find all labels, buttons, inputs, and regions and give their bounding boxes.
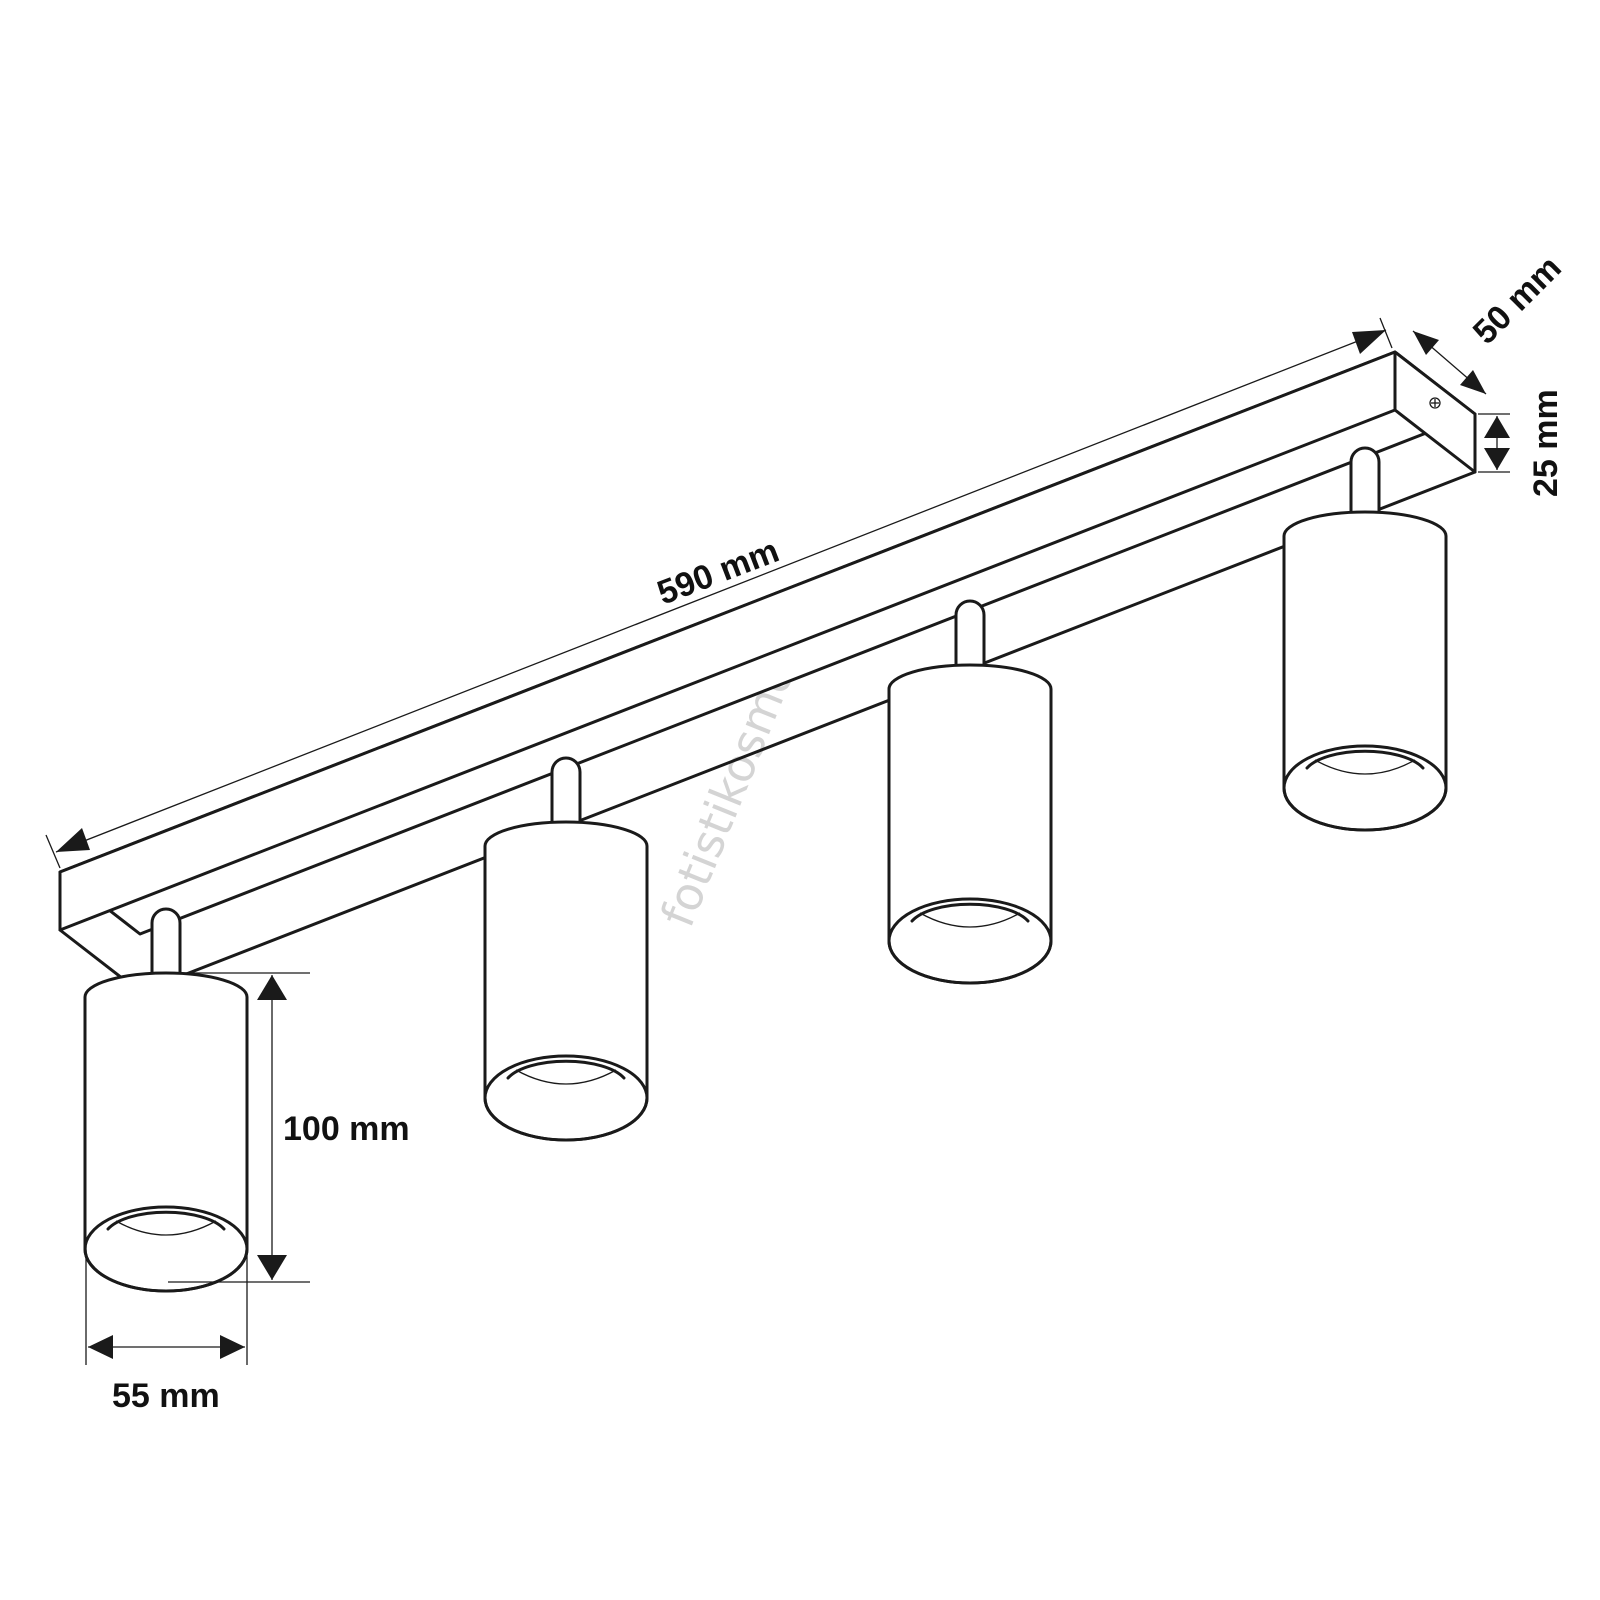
spotlight-1: [83, 907, 249, 1293]
ceiling-bar: [58, 350, 1477, 994]
spot-opening: [1282, 744, 1448, 832]
spot-diameter-label: 55 mm: [112, 1377, 220, 1415]
spot-opening: [483, 1054, 649, 1142]
spot-stem: [1349, 446, 1381, 516]
spot-height-label: 100 mm: [283, 1110, 410, 1148]
spot-opening: [887, 897, 1053, 985]
spotlight-2: [483, 756, 649, 1142]
spotlight-4: [1282, 446, 1448, 832]
spot-reflector-inner: [515, 1069, 617, 1085]
spot-body: [483, 820, 649, 1142]
height-label: 25 mm: [1527, 389, 1565, 497]
width-dimension: 50 mm: [1412, 249, 1569, 395]
spot-reflector-inner: [115, 1220, 217, 1236]
spot-body: [83, 971, 249, 1293]
spot-reflector-inner: [919, 912, 1021, 928]
spot-reflector-inner: [1314, 759, 1416, 775]
spot-body: [1282, 510, 1448, 832]
spot-reflector: [910, 902, 1030, 923]
spotlights: [83, 446, 1448, 1293]
spotlight-3: [887, 599, 1053, 985]
height-dimension: 25 mm: [1478, 389, 1565, 497]
spot-stem: [954, 599, 986, 669]
spot-reflector: [506, 1059, 626, 1080]
spot-reflector: [1305, 749, 1425, 770]
width-label: 50 mm: [1466, 249, 1569, 352]
spot-diameter-dimension: 55 mm: [85, 1240, 248, 1415]
spot-height-dimension: 100 mm: [168, 972, 410, 1283]
spot-body: [887, 663, 1053, 985]
bar-end-face: [1393, 350, 1477, 474]
spot-reflector: [106, 1210, 226, 1231]
spot-stem: [550, 756, 582, 826]
spot-stem: [150, 907, 182, 977]
screw-icon: [1429, 397, 1441, 409]
